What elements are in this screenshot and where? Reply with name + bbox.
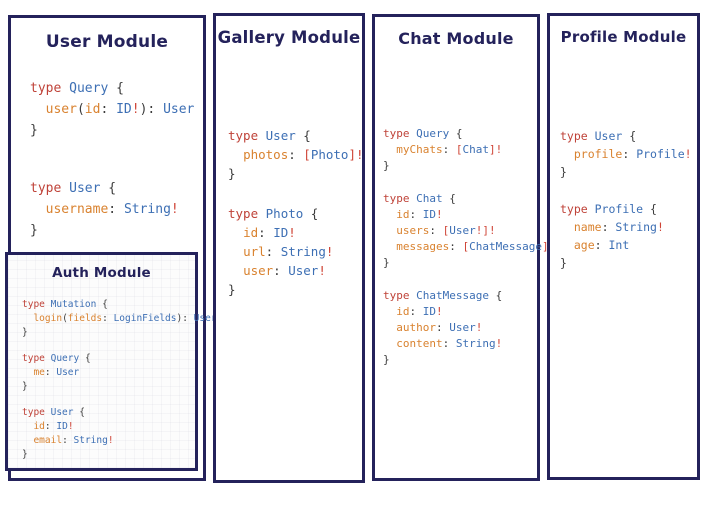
- chat-module-panel: Chat Module type Query { myChats: [Chat]…: [372, 14, 555, 481]
- code-line: users: [User!]!: [396, 224, 496, 237]
- code-line: content: String!: [396, 337, 503, 350]
- code-line: }: [560, 256, 567, 270]
- code-line: }: [22, 327, 28, 338]
- code-block: type User { username: String!}: [30, 178, 203, 241]
- code-line: type Profile {: [560, 202, 657, 216]
- code-line: type User {: [30, 181, 117, 196]
- code-line: type User {: [560, 129, 637, 143]
- module-title: Gallery Module: [217, 28, 361, 47]
- code-line: me: User: [33, 367, 80, 378]
- code-line: }: [383, 353, 390, 366]
- code-line: type Mutation {: [22, 299, 108, 310]
- gallery-module-panel: Gallery Module type User { photos: [Phot…: [213, 13, 365, 483]
- code-block: type Mutation { login(fields: LoginField…: [22, 298, 217, 340]
- code-line: }: [560, 165, 567, 179]
- code-block: type Chat { id: ID! users: [User!]! mess…: [383, 191, 555, 271]
- code-line: id: ID!: [396, 305, 443, 318]
- code-line: login(fields: LoginFields): User: [33, 313, 217, 324]
- code-line: type ChatMessage {: [383, 289, 503, 302]
- code-line: type Query {: [383, 127, 463, 140]
- code-line: photos: [Photo]!: [243, 147, 364, 162]
- code-line: myChats: [Chat]!: [396, 143, 503, 156]
- code-line: url: String!: [243, 244, 334, 259]
- module-title: Auth Module: [52, 265, 151, 281]
- code-block: type User { photos: [Photo]!}: [228, 126, 364, 183]
- code-line: }: [30, 123, 38, 138]
- code-line: email: String!: [33, 435, 114, 446]
- code-line: }: [22, 449, 28, 460]
- module-title: Chat Module: [398, 29, 514, 48]
- code-line: }: [228, 282, 236, 297]
- code-line: name: String!: [573, 220, 664, 234]
- code-line: author: User!: [396, 321, 483, 334]
- code-line: type Chat {: [383, 192, 456, 205]
- code-line: }: [22, 381, 28, 392]
- module-title: User Module: [45, 32, 169, 52]
- code-block: type Profile { name: String! age: Int}: [560, 200, 697, 272]
- auth-module-panel: Auth Module type Mutation { login(fields…: [5, 252, 217, 471]
- code-line: user: User!: [243, 263, 326, 278]
- module-title: Profile Module: [560, 28, 687, 46]
- code-line: messages: [ChatMessage]!: [396, 240, 555, 253]
- code-area: type User { photos: [Photo]!}type Photo …: [216, 126, 364, 299]
- code-area: type User { profile: Profile!}type Profi…: [550, 127, 697, 272]
- code-line: type User {: [22, 407, 85, 418]
- code-block: type Query { myChats: [Chat]!}: [383, 126, 537, 174]
- code-block: type ChatMessage { id: ID! author: User!…: [383, 288, 537, 368]
- code-block: type Photo { id: ID! url: String! user: …: [228, 204, 362, 299]
- code-line: }: [30, 223, 38, 238]
- code-line: type Query {: [30, 81, 124, 96]
- code-block: type User { id: ID! email: String!}: [22, 406, 195, 462]
- code-line: }: [383, 256, 390, 269]
- code-line: user(id: ID!): User: [45, 102, 195, 117]
- code-line: age: Int: [573, 238, 630, 252]
- code-line: id: ID!: [396, 208, 443, 221]
- code-line: type Query {: [22, 353, 91, 364]
- code-line: id: ID!: [243, 225, 296, 240]
- code-area: type Query { user(id: ID!): User}type Us…: [11, 78, 203, 241]
- code-area: type Mutation { login(fields: LoginField…: [8, 298, 217, 462]
- code-line: username: String!: [45, 202, 179, 217]
- code-line: }: [383, 159, 390, 172]
- code-line: id: ID!: [33, 421, 74, 432]
- profile-module-panel: Profile Module type User { profile: Prof…: [547, 13, 700, 480]
- code-block: type Query { me: User}: [22, 352, 195, 394]
- code-area: type Query { myChats: [Chat]!}type Chat …: [375, 126, 555, 368]
- code-block: type User { profile: Profile!}: [560, 127, 697, 181]
- code-line: }: [228, 166, 236, 181]
- code-block: type Query { user(id: ID!): User}: [30, 78, 203, 141]
- code-line: type User {: [228, 128, 311, 143]
- code-line: type Photo {: [228, 206, 319, 221]
- code-line: profile: Profile!: [573, 147, 692, 161]
